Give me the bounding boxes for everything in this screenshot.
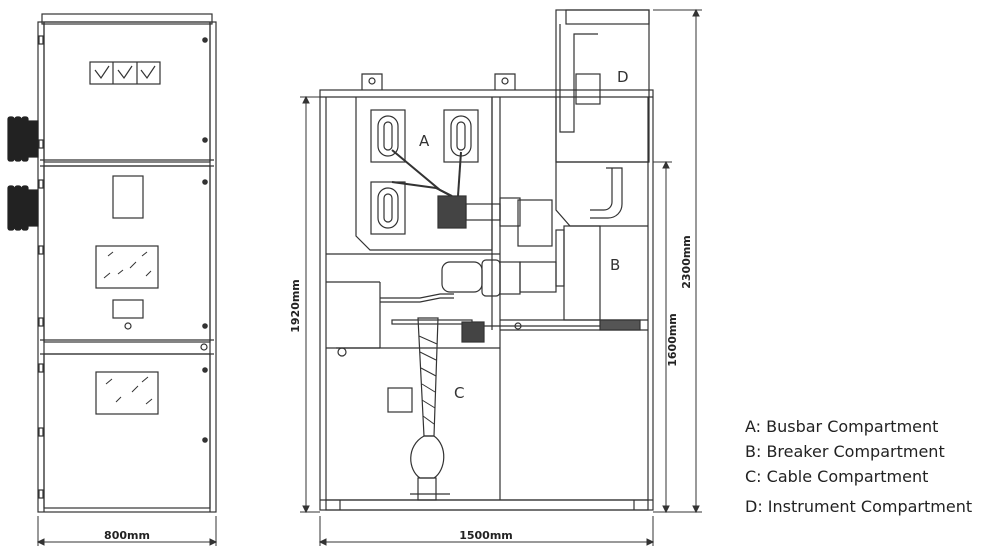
side-lifting-lugs [361,73,516,90]
front-width-label: 800mm [104,529,150,542]
front-viewing-window-lower [95,371,159,415]
side-height-label-1920: 1920mm [289,279,302,333]
compartment-letter-b: B [610,256,620,274]
busbar-insulator-3 [370,181,406,235]
front-width-dimension [36,516,218,546]
front-viewing-window-large [95,245,159,289]
cable-head [410,317,445,501]
front-cable-gland-upper [7,116,39,162]
front-lower-screws [202,367,208,443]
side-height-label-1600: 1600mm [666,313,679,367]
compartment-letter-a: A [419,132,430,150]
legend-item-cable: C: Cable Compartment [745,467,929,486]
dimension-1600 [653,160,672,514]
front-middle-screws [202,179,208,329]
busbar-links [391,149,462,199]
side-height-label-2300: 2300mm [680,235,693,289]
side-main-body-outline [319,89,654,511]
dimension-1500 [318,516,655,546]
front-top-cap [41,13,213,25]
front-cabinet-outline [37,21,217,513]
busbar-insulator-1 [370,109,406,163]
legend-item-busbar: A: Busbar Compartment [745,417,939,436]
front-nameplate [112,299,144,319]
cable-compartment [326,281,500,413]
instrument-compartment [555,9,650,163]
front-viewing-window-top [112,175,144,219]
upper-contact-assembly [437,195,553,247]
busbar-compartment-wall [355,97,493,251]
breaker-rail [470,319,648,331]
front-cable-gland-lower [7,185,39,231]
dimension-1920 [300,95,320,514]
legend-item-breaker: B: Breaker Compartment [745,442,945,461]
front-middle-door [43,165,211,343]
compartment-legend: A: Busbar Compartment B: Breaker Compart… [745,414,1000,519]
compartment-letter-d: D [617,68,629,86]
front-indicator [124,322,132,330]
dimension-2300 [653,8,702,514]
front-upper-door [43,21,211,163]
legend-item-instrument: D: Instrument Compartment [745,497,973,516]
compartment-letter-c: C [454,384,464,402]
front-upper-screws [202,37,208,143]
front-side-tabs [38,35,44,499]
front-view [7,13,218,546]
front-lower-door [43,353,211,509]
meter-panel [89,61,161,85]
side-width-label: 1500mm [459,529,513,542]
side-view [300,8,702,546]
side-base [325,493,649,511]
breaker-compartment [555,162,648,321]
lower-contact-assembly [441,259,557,297]
